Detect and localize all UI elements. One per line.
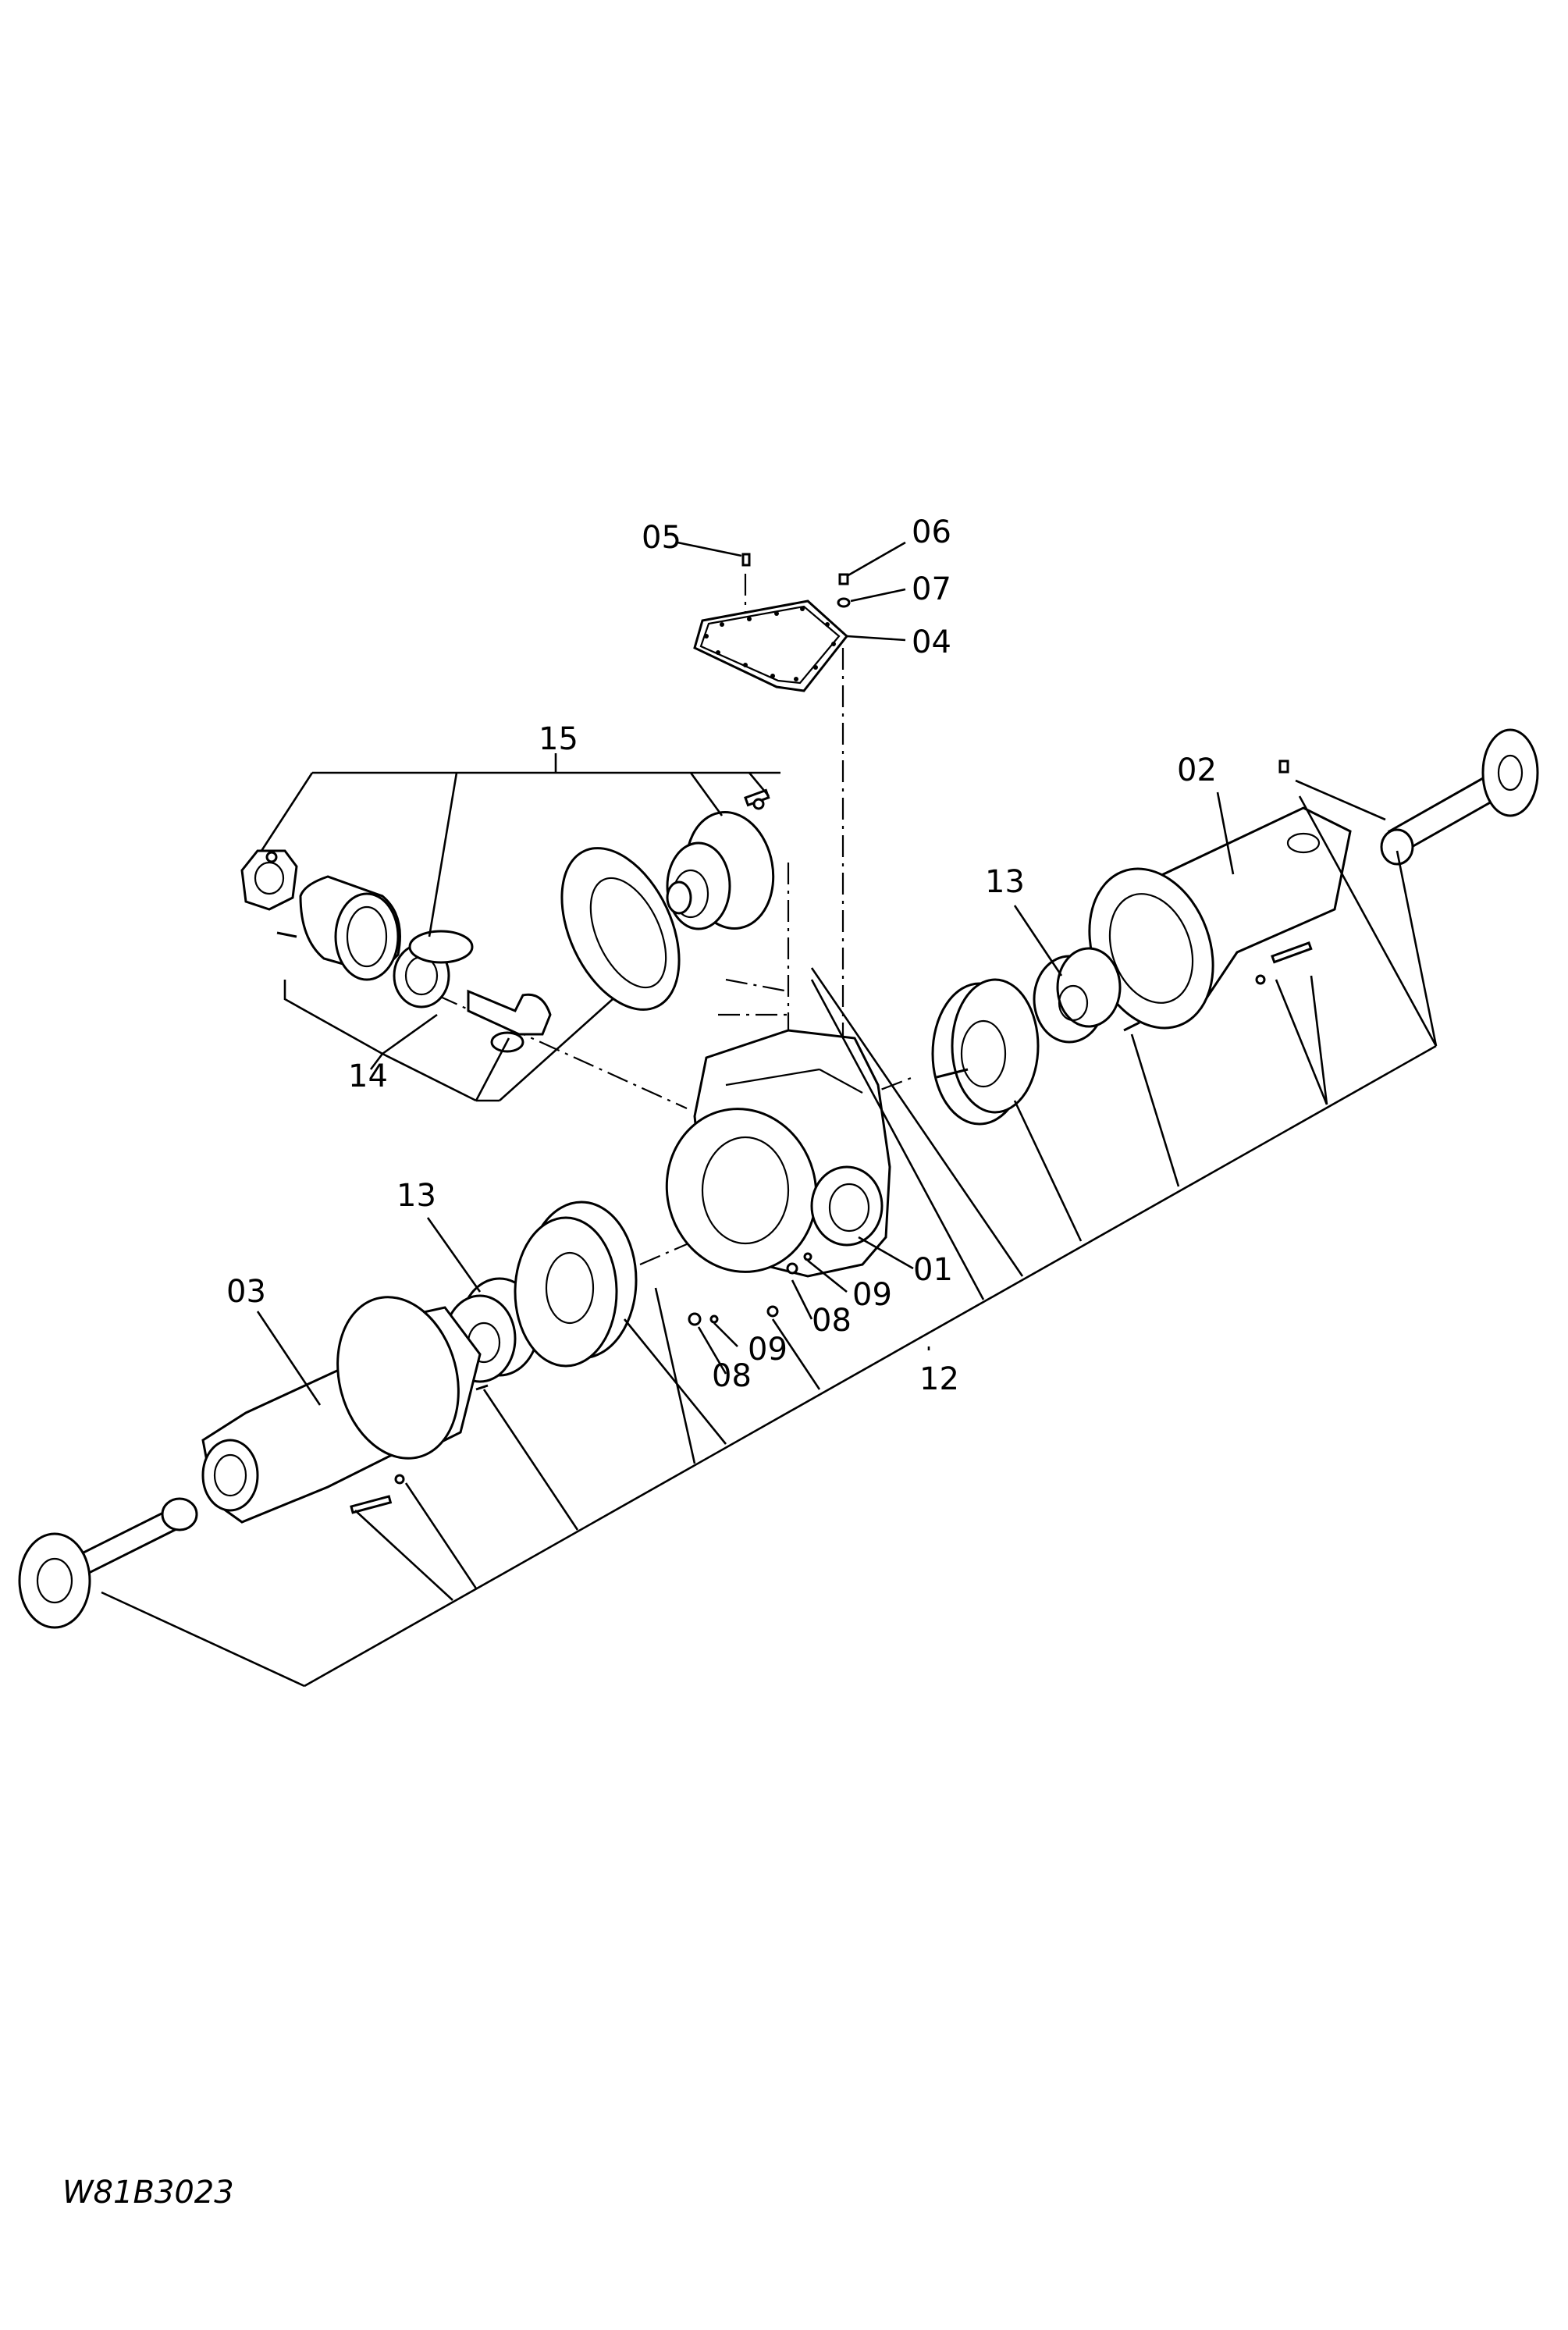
pinion-shaft [467, 989, 552, 1053]
washer-part-07 [837, 597, 851, 608]
center-housing-part-01 [665, 1029, 891, 1278]
brake-disc-right [931, 978, 1040, 1126]
differential-carrier [666, 811, 775, 930]
cover-plate-part-04 [693, 599, 849, 692]
leader-lines [101, 541, 1438, 1688]
callout-13-upper: 13 [985, 864, 1025, 900]
callout-labels: 05 06 07 04 15 02 13 14 13 03 01 09 08 0… [226, 514, 1217, 1397]
callout-07: 07 [912, 571, 951, 607]
ring-spacer [560, 847, 681, 1011]
left-axle-shaft [18, 1497, 198, 1629]
callout-05: 05 [642, 520, 681, 556]
planetary-carrier-right [1033, 947, 1122, 1044]
pinion-yoke-flange [240, 849, 298, 911]
callout-01: 01 [913, 1252, 953, 1288]
left-axle-housing-part-03 [201, 1296, 482, 1524]
bearing-housing [276, 875, 401, 981]
housing-bolt-right [1123, 941, 1313, 1032]
housing-bolt-left [350, 1384, 489, 1514]
callout-09-right: 09 [852, 1277, 892, 1313]
drain-plugs [688, 1252, 812, 1326]
callout-06: 06 [912, 514, 951, 550]
callout-08-right: 08 [812, 1303, 852, 1339]
callout-13-lower: 13 [396, 1178, 436, 1214]
drawing-code: W81B3023 [62, 2175, 234, 2211]
pinion-gear [393, 930, 474, 1008]
callout-04: 04 [912, 624, 951, 660]
callout-08-left: 08 [712, 1358, 752, 1394]
callout-15: 15 [539, 721, 578, 757]
callout-12: 12 [919, 1361, 959, 1397]
callout-14: 14 [348, 1058, 388, 1094]
bolt-part-06 [838, 573, 849, 585]
vent-bolt [1278, 759, 1289, 774]
bolt-part-05 [741, 553, 751, 567]
callout-09-left: 09 [748, 1332, 788, 1368]
brake-disc-left [514, 1201, 638, 1368]
carrier-bolt [744, 788, 770, 810]
callout-03: 03 [226, 1274, 266, 1310]
callout-02: 02 [1177, 752, 1217, 788]
right-axle-shaft [1380, 728, 1539, 866]
